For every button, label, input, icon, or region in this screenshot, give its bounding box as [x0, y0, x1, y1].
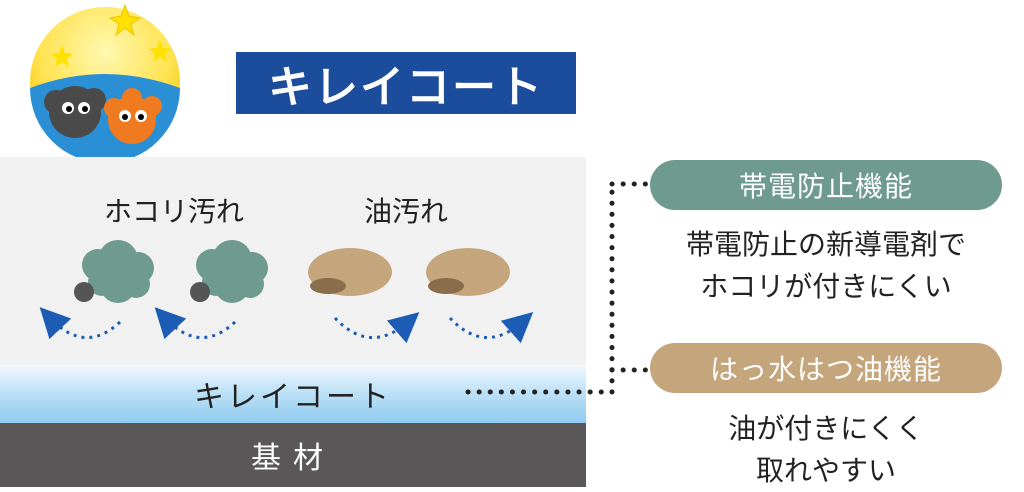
dust-particle-icon: [190, 240, 268, 303]
dust-particle-icon: [74, 240, 154, 303]
oil-blob-icon: [308, 248, 392, 296]
repel-arrow-icon: [154, 307, 237, 340]
coating-layer-label: キレイコート: [194, 380, 392, 415]
base-material-layer: 基材: [0, 423, 586, 487]
oil-repellent-feature-description: 油が付きにくく 取れやすい: [650, 408, 1002, 492]
repel-arrow-icon: [333, 312, 420, 344]
product-title: キレイコート: [268, 62, 544, 113]
product-title-box: キレイコート: [236, 52, 576, 114]
description-line: ホコリが付きにくい: [700, 270, 952, 303]
description-line: 取れやすい: [755, 454, 896, 487]
description-line: 油が付きにくく: [728, 412, 924, 445]
repel-arrow-icon: [39, 307, 122, 340]
kirei-coat-badge-icon: [30, 3, 180, 160]
coating-layer: キレイコート: [0, 365, 586, 423]
feature-connector: [465, 181, 651, 395]
dust-character-icon: [44, 86, 106, 138]
oil-repellent-feature-name: はっ水はつ油機能: [709, 353, 942, 386]
antistatic-feature-pill: 帯電防止機能: [650, 160, 1002, 210]
antistatic-feature-description: 帯電防止の新導電剤で ホコリが付きにくい: [650, 224, 1002, 308]
antistatic-feature-name: 帯電防止機能: [738, 170, 913, 203]
description-line: 帯電防止の新導電剤で: [685, 228, 966, 261]
oil-blob-icon: [426, 248, 510, 296]
oil-dirt-label: 油汚れ: [364, 195, 449, 228]
dust-dirt-label: ホコリ汚れ: [104, 195, 245, 228]
oil-repellent-feature-pill: はっ水はつ油機能: [650, 343, 1002, 393]
repel-arrow-icon: [448, 312, 534, 344]
oil-character-icon: [104, 88, 162, 144]
base-material-label: 基材: [251, 441, 335, 476]
